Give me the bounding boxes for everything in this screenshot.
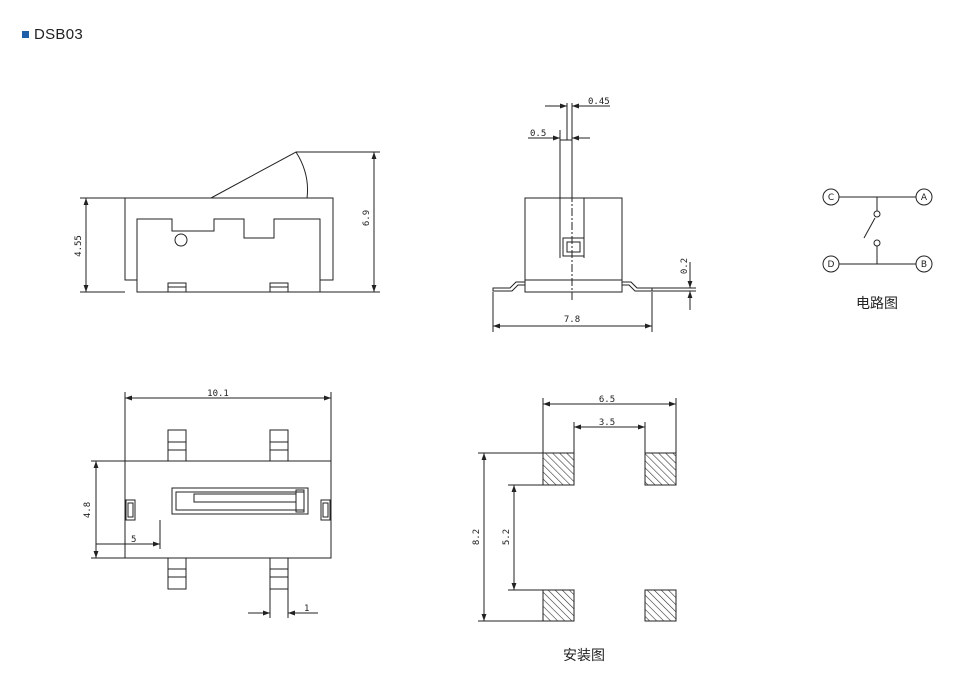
top-view-pin bbox=[167, 429, 187, 462]
front-view bbox=[492, 103, 696, 332]
top-view-pin bbox=[167, 557, 187, 590]
dim-footprint-outer-x: 6.5 bbox=[599, 395, 615, 405]
front-view-right-lead bbox=[622, 281, 653, 292]
top-view bbox=[91, 392, 332, 618]
pin-label-d: D bbox=[828, 260, 835, 270]
top-view-side-tab bbox=[320, 499, 331, 521]
pin-label-c: C bbox=[828, 193, 834, 203]
top-view-pin bbox=[269, 557, 289, 590]
dim-top-offset: 5 bbox=[131, 535, 136, 545]
circuit-diagram bbox=[822, 188, 933, 273]
dim-side-total-height: 6.9 bbox=[362, 210, 372, 226]
switch-contact-bottom bbox=[873, 239, 881, 247]
dim-footprint-inner-y: 5.2 bbox=[502, 529, 512, 545]
top-view-slider-knob bbox=[295, 489, 305, 513]
side-view-inner-outline bbox=[136, 218, 321, 280]
footprint-caption: 安装图 bbox=[563, 648, 605, 664]
dim-front-pin-inner: 0.5 bbox=[530, 129, 546, 139]
footprint bbox=[478, 398, 677, 622]
front-view-slider bbox=[562, 237, 585, 257]
top-view-side-tab bbox=[125, 499, 136, 521]
top-view-body bbox=[124, 460, 332, 559]
front-view-base bbox=[524, 279, 623, 293]
pin-label-a: A bbox=[921, 193, 928, 203]
switch-contact-top bbox=[873, 210, 881, 218]
dim-front-width: 7.8 bbox=[564, 315, 580, 325]
page-title: DSB03 bbox=[34, 25, 84, 43]
side-view-body-outline bbox=[124, 197, 334, 293]
dim-top-width: 4.8 bbox=[83, 502, 93, 518]
title-bullet-icon bbox=[22, 30, 29, 38]
top-view-slider-window bbox=[171, 487, 309, 515]
side-view-hole bbox=[174, 233, 188, 247]
title-header: DSB03 bbox=[22, 24, 83, 44]
footprint-pad bbox=[542, 589, 575, 622]
switch-lever bbox=[863, 217, 876, 239]
dim-front-pin-outer: 0.45 bbox=[588, 97, 610, 107]
top-view-pin bbox=[269, 429, 289, 462]
dim-footprint-outer-y: 8.2 bbox=[472, 529, 482, 545]
pin-label-b: B bbox=[921, 260, 927, 270]
footprint-pad bbox=[644, 589, 677, 622]
circuit-caption: 电路图 bbox=[856, 296, 898, 312]
front-view-body bbox=[524, 197, 623, 281]
dim-side-height: 4.55 bbox=[74, 235, 84, 257]
footprint-pad bbox=[542, 452, 575, 486]
dim-top-pin-width: 1 bbox=[304, 604, 309, 614]
dim-top-length: 10.1 bbox=[207, 389, 229, 399]
footprint-pad bbox=[644, 452, 677, 486]
side-view-actuator bbox=[210, 151, 308, 199]
front-view-shaft bbox=[559, 139, 573, 199]
dim-front-lead-thickness: 0.2 bbox=[680, 258, 690, 274]
dim-footprint-inner-x: 3.5 bbox=[599, 418, 615, 428]
front-view-left-lead bbox=[492, 281, 525, 292]
side-view bbox=[80, 151, 380, 293]
